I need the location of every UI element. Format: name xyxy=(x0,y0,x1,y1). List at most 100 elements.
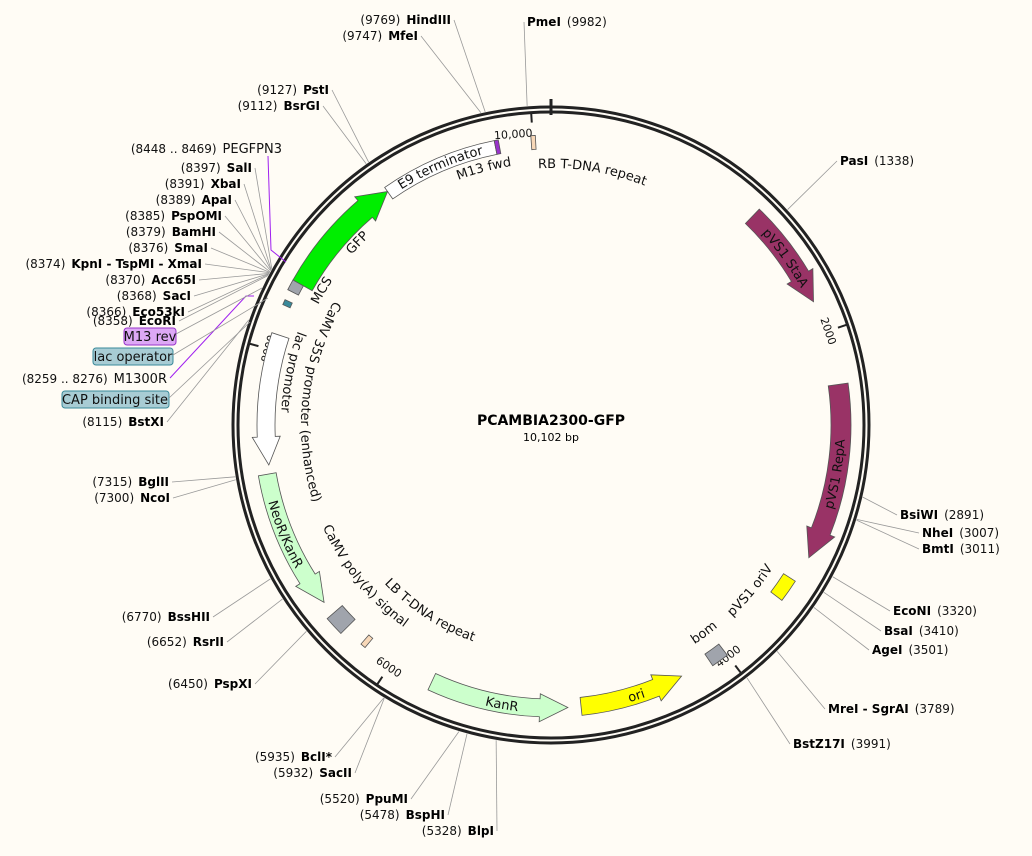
enzyme-site-hindiii[interactable]: (9769)HindIII xyxy=(360,13,451,27)
enzyme-site-kpni-tspmi-xmai[interactable]: (8374)KpnI - TspMI - XmaI xyxy=(25,257,202,271)
enzyme-site-bmti[interactable]: BmtI(3011) xyxy=(922,542,1000,556)
enzyme-site-ecori[interactable]: (8358)EcoRI xyxy=(93,314,176,328)
enzyme-leader-bsshii xyxy=(212,578,271,618)
enzyme-site-sacii[interactable]: (5932)SacII xyxy=(273,766,352,780)
enzyme-site-psti[interactable]: (9127)PstI xyxy=(257,83,329,97)
enzyme-position: (8370) xyxy=(105,273,145,287)
feature-label-kanr[interactable]: KanR xyxy=(484,695,519,716)
feature-lb-t-dna-repeat[interactable] xyxy=(360,634,374,649)
enzyme-site-mfei[interactable]: (9747)MfeI xyxy=(342,29,418,43)
feature-pvs1-oriv[interactable] xyxy=(770,573,796,601)
enzyme-site-xbai[interactable]: (8391)XbaI xyxy=(165,177,241,191)
enzyme-site-bsiwi[interactable]: BsiWI(2891) xyxy=(900,508,984,522)
enzyme-leader-agei xyxy=(813,607,870,651)
enzyme-site-bcli[interactable]: (5935)BclI* xyxy=(255,750,333,764)
cap-binding-site-label[interactable]: CAP binding site xyxy=(62,393,168,408)
enzyme-site-sali[interactable]: (8397)SalI xyxy=(181,161,252,175)
enzyme-site-nhei[interactable]: NheI(3007) xyxy=(922,526,999,540)
enzyme-site-apai[interactable]: (8389)ApaI xyxy=(156,193,232,207)
feature-pvs1-staa[interactable] xyxy=(744,208,814,303)
enzyme-site-eco53ki[interactable]: (8366)Eco53kI xyxy=(86,305,185,319)
tick-mark xyxy=(837,323,847,329)
tick-label: 10,000 xyxy=(494,127,533,143)
enzyme-leader-ppumi xyxy=(410,731,460,800)
lac-operator-leader xyxy=(172,297,269,356)
enzyme-site-ncoi[interactable]: (7300)NcoI xyxy=(94,491,170,505)
tick-mark xyxy=(530,113,533,123)
enzyme-name: BclI* xyxy=(301,750,333,764)
enzyme-name: BglII xyxy=(138,475,169,489)
enzyme-leader-smai xyxy=(210,247,270,273)
feature-camv-35s-promoter-enhanced[interactable] xyxy=(251,332,290,466)
enzyme-site-bglii[interactable]: (7315)BglII xyxy=(92,475,169,489)
lac-operator-box xyxy=(92,347,174,366)
pegfpn3-name: PEGFPN3 xyxy=(223,142,282,157)
enzyme-leader-blpi xyxy=(495,740,498,832)
enzyme-position: (8385) xyxy=(125,209,165,223)
enzyme-site-pspomi[interactable]: (8385) PspOMI xyxy=(125,209,222,223)
enzyme-site-bstxi[interactable]: (8115)BstXI xyxy=(82,415,164,429)
feature-label-pvs1-staa[interactable]: pVS1 StaA xyxy=(759,226,811,291)
enzyme-leader-pmei xyxy=(523,21,528,106)
plasmid-size: 10,102 bp xyxy=(523,431,579,444)
m1300r-range: (8259 .. 8276) xyxy=(22,372,108,386)
enzyme-site-bsai[interactable]: BsaI(3410) xyxy=(884,624,959,638)
feature-pvs1-repa[interactable] xyxy=(806,382,852,559)
pegfpn3-primer-label[interactable]: (8448 .. 8469)PEGFPN3 xyxy=(131,142,282,157)
feature-lac-promoter[interactable] xyxy=(282,299,293,309)
feature-kanr[interactable] xyxy=(427,672,569,723)
feature-label-ori[interactable]: ori xyxy=(626,687,647,706)
enzyme-site-bamhi[interactable]: (8379)BamHI xyxy=(126,225,216,239)
enzyme-position: (8115) xyxy=(82,415,122,429)
feature-rb-t-dna-repeat[interactable] xyxy=(530,135,537,151)
enzyme-site-bstz17i[interactable]: BstZ17I(3991) xyxy=(793,737,891,751)
enzyme-leader-bstxi xyxy=(166,319,250,423)
lac-operator-label[interactable]: lac operator xyxy=(94,350,173,365)
enzyme-leader-bsiwi xyxy=(862,496,898,516)
enzyme-site-acc65i[interactable]: (8370)Acc65I xyxy=(105,273,196,287)
feature-label-camv-35s-promoter-enhanced[interactable]: CaMV 35S promoter (enhanced) xyxy=(297,299,344,504)
enzyme-site-mrei-sgrai[interactable]: MreI - SgrAI(3789) xyxy=(828,702,955,716)
enzyme-site-pasi[interactable]: PasI(1338) xyxy=(840,154,914,168)
enzyme-position: (3991) xyxy=(851,737,891,751)
enzyme-position: (6770) xyxy=(122,610,162,624)
enzyme-name: Eco53kI xyxy=(132,305,185,319)
tick-mark xyxy=(734,664,742,674)
feature-label-bom[interactable]: bom xyxy=(688,618,720,647)
enzyme-name: PspOMI xyxy=(171,209,222,223)
enzyme-site-rsrii[interactable]: (6652)RsrII xyxy=(147,635,224,649)
enzyme-site-ppumi[interactable]: (5520)PpuMI xyxy=(320,792,408,806)
enzyme-name: PspXI xyxy=(214,677,252,691)
enzyme-site-blpi[interactable]: (5328)BlpI xyxy=(422,824,494,838)
side-labels: M13 rev lac operator (8259 .. 8276)M1300… xyxy=(22,142,287,409)
feature-neor-kanr[interactable] xyxy=(257,472,325,604)
enzyme-site-pmei[interactable]: PmeI(9982) xyxy=(527,15,607,29)
enzyme-site-bsrgi[interactable]: (9112)BsrGI xyxy=(238,99,320,113)
enzyme-name: SmaI xyxy=(174,241,208,255)
feature-bom[interactable] xyxy=(704,643,728,667)
feature-ori[interactable] xyxy=(579,674,683,716)
feature-m13-fwd[interactable] xyxy=(493,139,502,155)
enzyme-site-bsphi[interactable]: (5478)BspHI xyxy=(360,808,445,822)
enzyme-site-bsshii[interactable]: (6770)BssHII xyxy=(122,610,210,624)
enzyme-site-pspxi[interactable]: (6450)PspXI xyxy=(168,677,252,691)
feature-gfp[interactable] xyxy=(292,191,389,292)
enzyme-site-saci[interactable]: (8368)SacI xyxy=(117,289,191,303)
enzyme-name: BspHI xyxy=(406,808,445,822)
feature-label-pvs1-repa[interactable]: pVS1 RepA xyxy=(822,439,849,511)
enzyme-position: (2891) xyxy=(944,508,984,522)
enzyme-site-agei[interactable]: AgeI(3501) xyxy=(872,643,948,657)
m13-rev-label[interactable]: M13 rev xyxy=(124,330,177,345)
feature-label-path: KanR xyxy=(484,695,519,716)
enzyme-site-econi[interactable]: EcoNI(3320) xyxy=(893,604,977,618)
enzyme-site-smai[interactable]: (8376)SmaI xyxy=(128,241,208,255)
enzyme-name: PpuMI xyxy=(366,792,408,806)
feature-label-pvs1-oriv[interactable]: pVS1 oriV xyxy=(725,562,777,620)
m1300r-primer-label[interactable]: (8259 .. 8276)M1300R xyxy=(22,372,167,387)
feature-label-rb-t-dna-repeat[interactable]: RB T-DNA repeat xyxy=(538,157,649,189)
enzyme-position: (5328) xyxy=(422,824,462,838)
feature-camv-poly-a-signal[interactable] xyxy=(326,604,356,635)
m1300r-leader xyxy=(169,295,254,379)
enzyme-leader-psti xyxy=(331,89,369,163)
